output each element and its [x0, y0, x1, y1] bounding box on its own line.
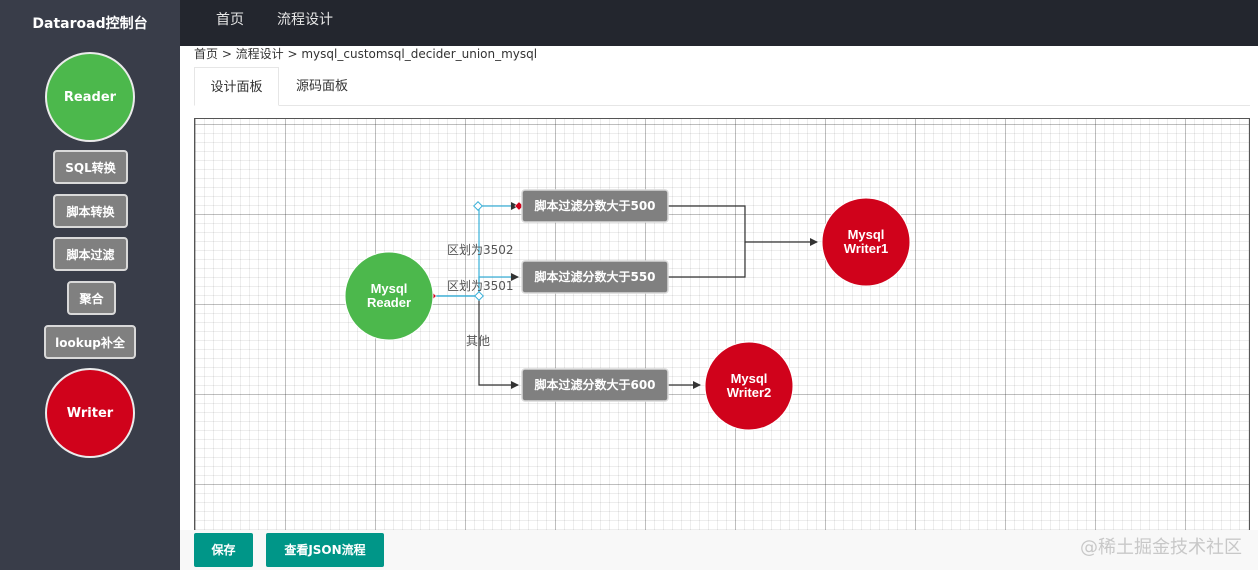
tab-bar: 设计面板 源码面板 — [194, 67, 1250, 106]
node-filter-500[interactable]: 脚本过滤分数大于500 — [521, 189, 669, 223]
watermark: @稀土掘金技术社区 — [1080, 537, 1242, 558]
palette-writer[interactable]: Writer — [45, 368, 135, 458]
node-label: Writer2 — [727, 385, 772, 400]
top-bar: Dataroad控制台 首页 流程设计 — [0, 0, 1258, 46]
edge-handle[interactable] — [474, 291, 484, 301]
component-palette: Reader SQL转换 脚本转换 脚本过滤 聚合 lookup补全 Write… — [0, 46, 180, 570]
palette-script-filter[interactable]: 脚本过滤 — [53, 237, 128, 271]
palette-lookup[interactable]: lookup补全 — [44, 325, 136, 359]
node-label: Mysql — [731, 371, 768, 386]
node-label: 脚本过滤分数大于600 — [534, 377, 655, 392]
node-label: 脚本过滤分数大于500 — [534, 198, 655, 213]
node-label: Mysql — [371, 281, 408, 296]
node-mysql-writer1[interactable]: Mysql Writer1 — [821, 197, 911, 287]
edge-filter500-to-writer1[interactable] — [668, 205, 818, 246]
node-label: Writer1 — [844, 241, 889, 256]
design-canvas[interactable]: 区划为3502 区划为3501 其他 Mysql Reader 脚本过滤分数大于… — [194, 118, 1250, 532]
edge-filter550-to-writer1[interactable] — [668, 242, 746, 278]
action-bar: 保存 查看JSON流程 — [180, 530, 1258, 570]
node-mysql-reader[interactable]: Mysql Reader — [344, 251, 434, 341]
save-button[interactable]: 保存 — [194, 533, 253, 567]
tab-design-panel[interactable]: 设计面板 — [194, 67, 279, 106]
breadcrumb: 首页 > 流程设计 > mysql_customsql_decider_unio… — [194, 47, 538, 61]
palette-reader[interactable]: Reader — [45, 52, 135, 142]
node-filter-600[interactable]: 脚本过滤分数大于600 — [521, 368, 669, 402]
app-title: Dataroad控制台 — [0, 0, 180, 46]
view-json-button[interactable]: 查看JSON流程 — [266, 533, 384, 567]
node-filter-550[interactable]: 脚本过滤分数大于550 — [521, 260, 669, 294]
palette-sql-transform[interactable]: SQL转换 — [53, 150, 128, 184]
edge-reader-to-filter550[interactable] — [434, 273, 519, 297]
nav-flow-design[interactable]: 流程设计 — [277, 12, 333, 28]
node-label: Mysql — [848, 227, 885, 242]
node-label: 脚本过滤分数大于550 — [534, 269, 655, 284]
edge-endpoint-handle[interactable] — [514, 201, 524, 211]
tab-source-panel[interactable]: 源码面板 — [295, 79, 348, 94]
nav-home[interactable]: 首页 — [216, 12, 244, 28]
edge-handle[interactable] — [473, 201, 483, 211]
edge-label-other: 其他 — [466, 334, 490, 348]
palette-script-transform[interactable]: 脚本转换 — [53, 194, 128, 228]
node-mysql-writer2[interactable]: Mysql Writer2 — [704, 341, 794, 431]
edge-label-3502: 区划为3502 — [447, 243, 514, 257]
edge-reader-to-filter600[interactable] — [478, 296, 519, 389]
edge-label-3501: 区划为3501 — [447, 279, 514, 293]
node-label: Reader — [367, 295, 411, 310]
palette-aggregate[interactable]: 聚合 — [67, 281, 116, 315]
flow-graph: 区划为3502 区划为3501 其他 Mysql Reader 脚本过滤分数大于… — [344, 189, 911, 431]
